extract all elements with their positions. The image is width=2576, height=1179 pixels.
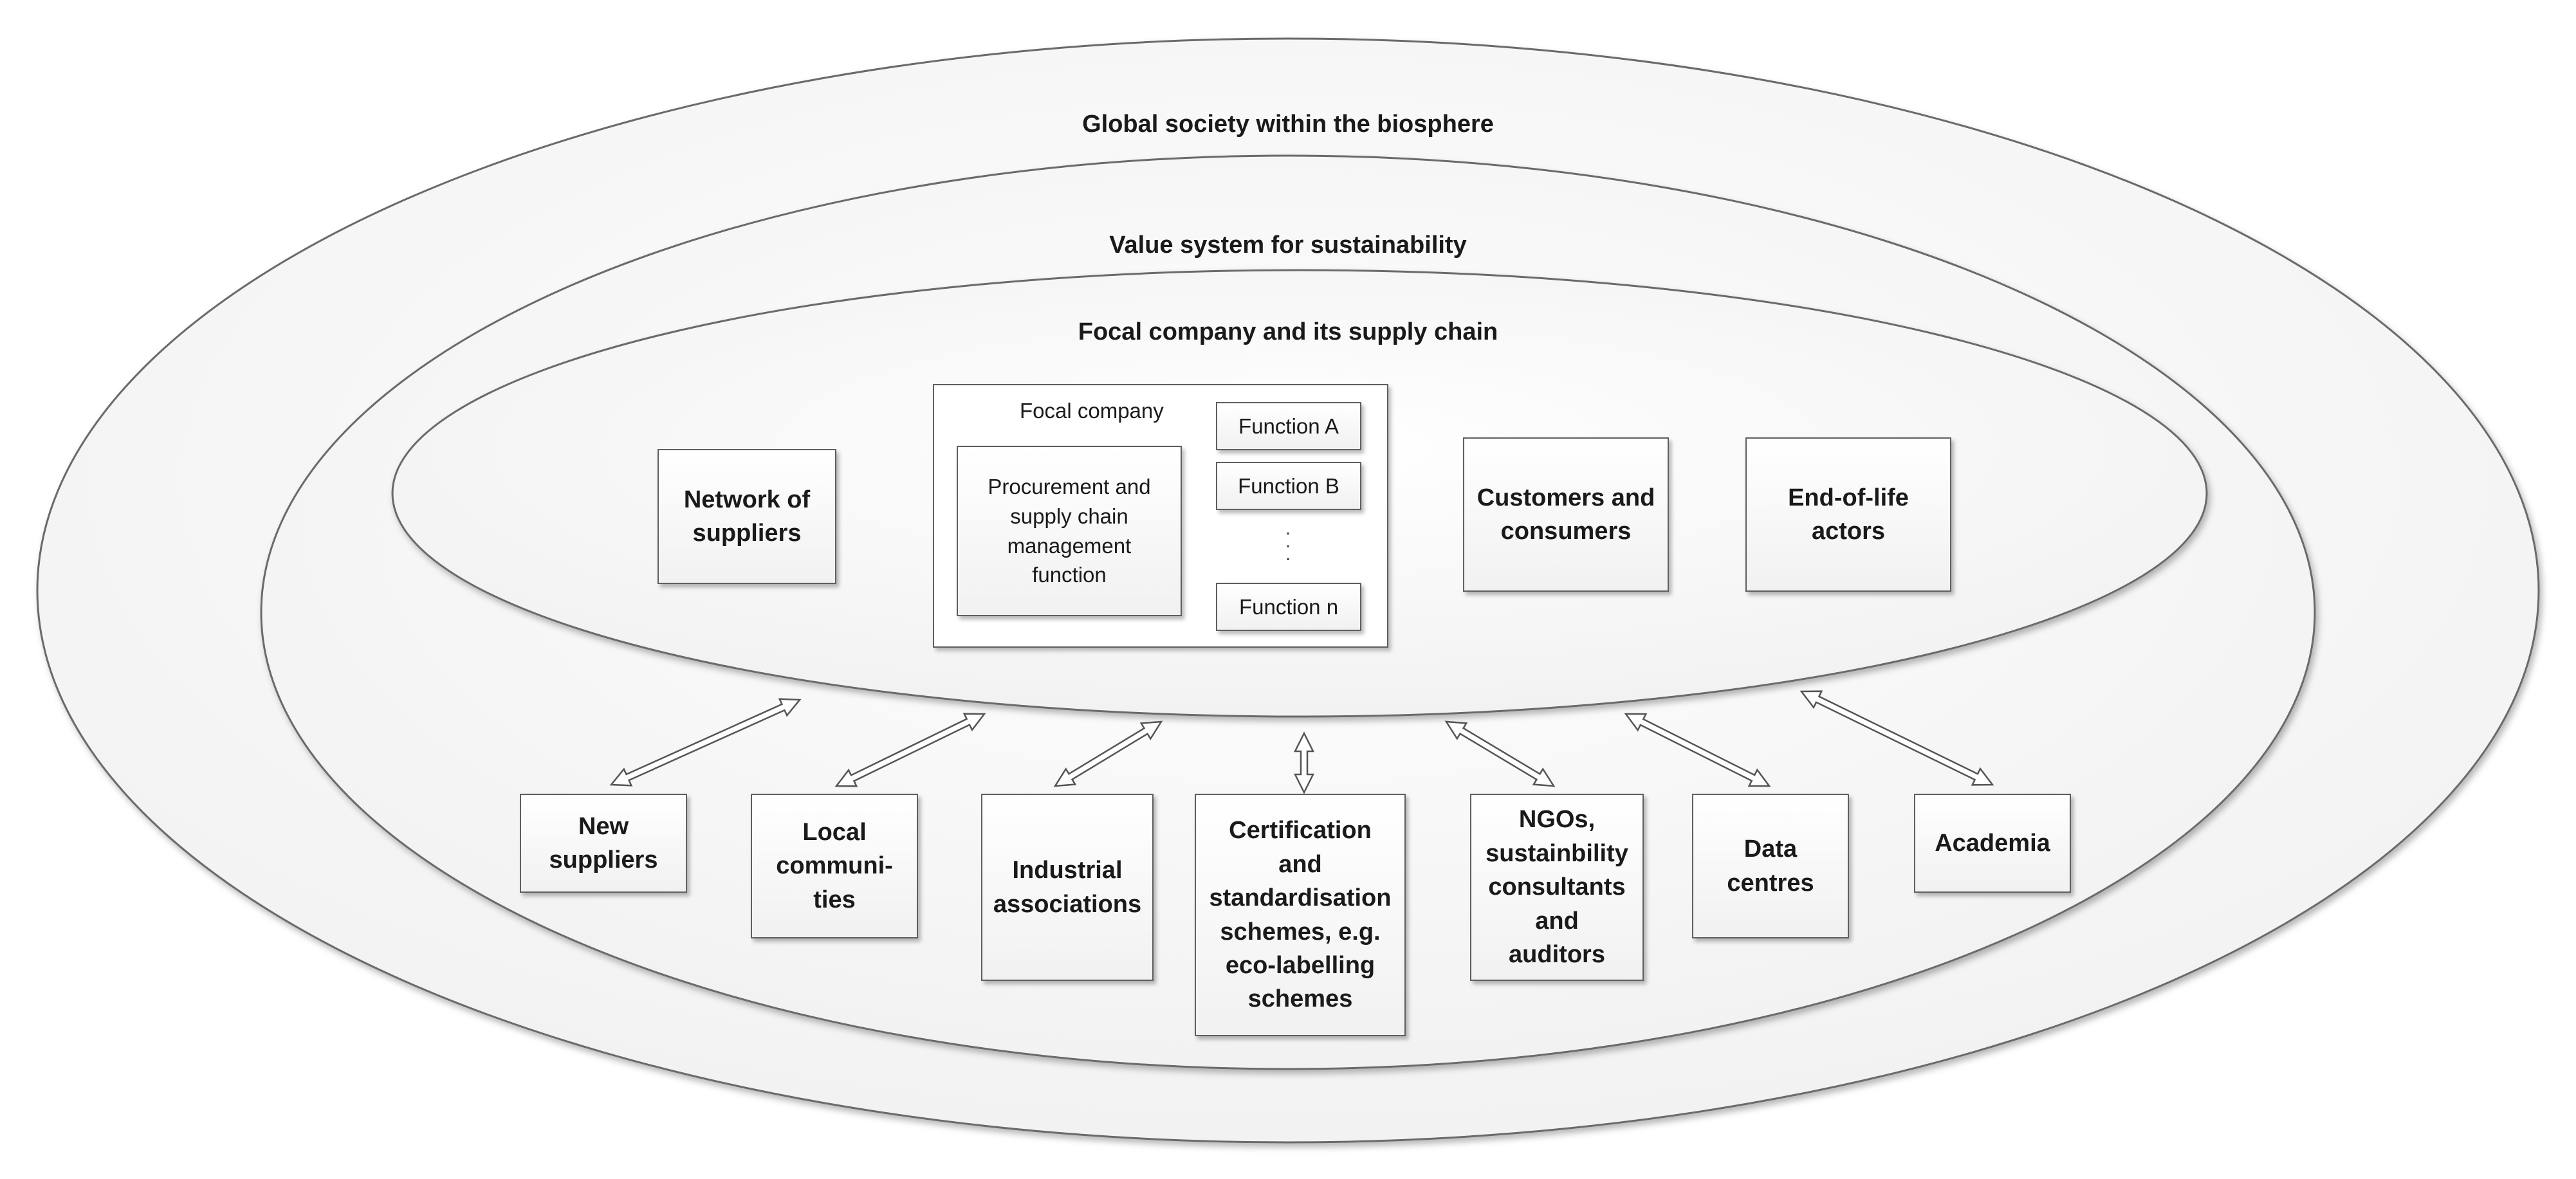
outer-ring-label: Global society within the biosphere	[1082, 111, 1494, 138]
stakeholder-ngos: NGOs, sustainbility consultants and audi…	[1470, 794, 1644, 981]
function-b-box: Function B	[1216, 462, 1361, 510]
stakeholder-industrial-associations: Industrial associations	[981, 794, 1154, 981]
arrow-academia	[1799, 690, 1994, 786]
function-ellipsis: . . .	[1285, 518, 1291, 565]
function-n-box: Function n	[1216, 583, 1361, 631]
stakeholder-data-centres: Data centres	[1692, 794, 1849, 938]
customers-box: Customers and consumers	[1463, 437, 1669, 592]
focal-company-title: Focal company	[1020, 399, 1164, 423]
arrow-certification-schemes	[1293, 731, 1315, 794]
arrow-local-communities	[834, 713, 986, 787]
connector-arrows	[609, 690, 1994, 794]
stakeholder-new-suppliers: New suppliers	[520, 794, 687, 893]
arrow-data-centres	[1624, 713, 1771, 787]
stakeholder-local-communities: Local communi- ties	[751, 794, 918, 938]
middle-ring-label: Value system for sustainability	[1109, 232, 1467, 259]
arrow-ngos	[1444, 720, 1556, 787]
procurement-function-box: Procurement and supply chain management …	[957, 446, 1182, 616]
arrow-industrial-associations	[1053, 720, 1163, 787]
stakeholder-academia: Academia	[1914, 794, 2071, 893]
inner-ring-label: Focal company and its supply chain	[1078, 318, 1498, 345]
network-of-suppliers-box: Network of suppliers	[658, 449, 836, 584]
end-of-life-box: End-of-life actors	[1745, 437, 1951, 592]
function-a-box: Function A	[1216, 402, 1361, 450]
arrow-new-suppliers	[609, 698, 802, 787]
stakeholder-certification-schemes: Certification and standardisation scheme…	[1195, 794, 1406, 1036]
